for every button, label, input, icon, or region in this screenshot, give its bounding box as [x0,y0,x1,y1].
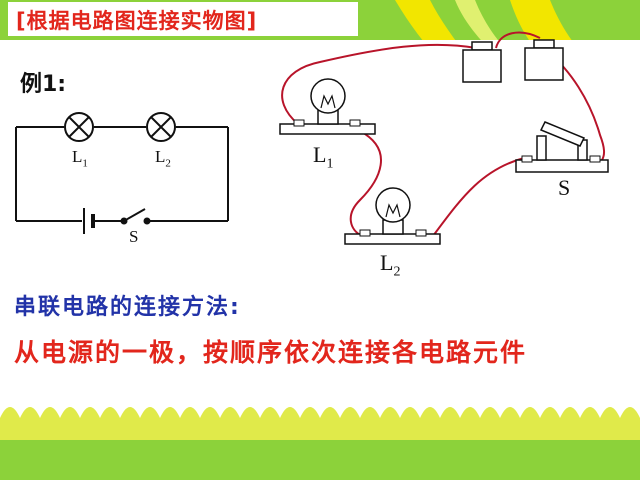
wire-l1-to-battery [281,43,477,125]
wire-battery-to-switch [547,51,606,161]
physical-lamp2-label: L2 [380,250,401,280]
physical-circuit [279,31,609,245]
battery-cell-1 [462,41,502,83]
page-title: [根据电路图连接实物图] [16,9,258,33]
wire-between-cells [495,31,541,49]
switch-symbol [120,208,151,225]
schematic-switch-label: S [129,227,139,246]
lamp-l2-symbol [146,112,176,142]
series-circuit-method: 从电源的一极，按顺序依次连接各电路元件 [14,338,528,367]
physical-lamp1-label: L1 [313,142,334,172]
schematic-lamp1-label: L1 [72,147,88,170]
wire-l1-to-l2 [349,130,382,237]
example-label: 例1: [20,72,67,97]
lamp-l1-physical [279,78,376,135]
switch-physical [515,121,609,173]
physical-switch-label: S [558,175,571,200]
series-circuit-heading: 串联电路的连接方法: [14,295,241,320]
wavy-border-decoration [0,407,640,440]
lamp-l2-physical [344,187,441,245]
battery-cell-2 [524,39,564,81]
schematic-lamp2-label: L2 [155,147,171,170]
circuit-schematic [15,112,229,234]
wire-switch-to-l2 [429,157,525,241]
panel-tab [8,55,238,75]
connection-wires [281,31,606,241]
lamp-l1-symbol [64,112,94,142]
footer-band [0,440,640,480]
battery-symbol [83,208,95,234]
title-banner [8,2,358,36]
